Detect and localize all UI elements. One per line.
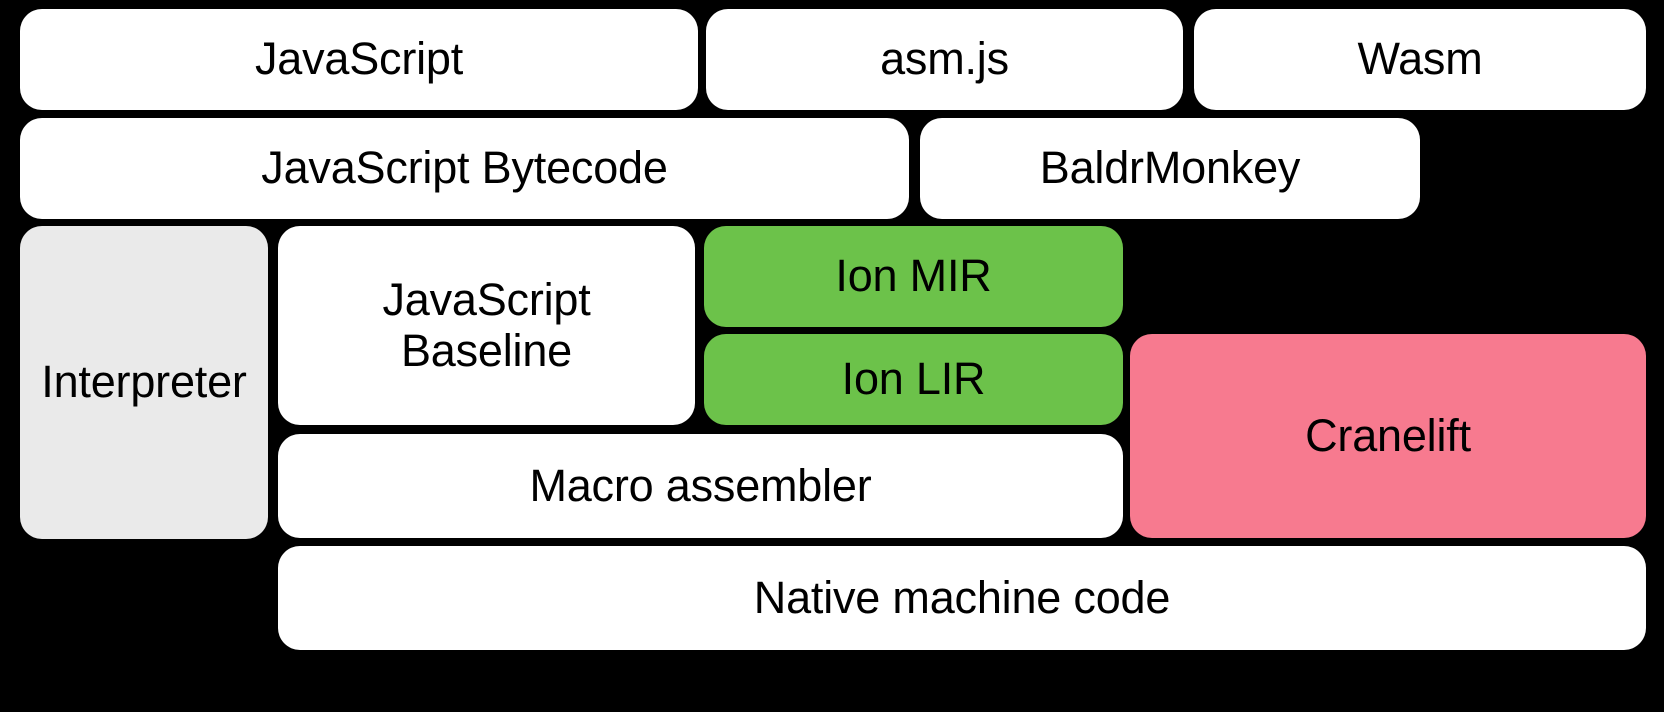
node-javascript[interactable]: JavaScript bbox=[20, 9, 698, 110]
node-baldrmonkey-label: BaldrMonkey bbox=[1039, 142, 1301, 194]
node-asm-js[interactable]: asm.js bbox=[706, 9, 1183, 110]
node-macro-assembler-label: Macro assembler bbox=[529, 459, 872, 511]
node-cranelift[interactable]: Cranelift bbox=[1130, 334, 1646, 538]
node-cranelift-label: Cranelift bbox=[1305, 409, 1471, 461]
node-native-machine-code[interactable]: Native machine code bbox=[278, 546, 1646, 650]
node-ion-lir-label: Ion LIR bbox=[841, 353, 986, 405]
node-ion-lir[interactable]: Ion LIR bbox=[704, 334, 1123, 425]
node-javascript-bytecode-label: JavaScript Bytecode bbox=[261, 142, 668, 194]
node-macro-assembler[interactable]: Macro assembler bbox=[278, 434, 1123, 538]
node-ion-mir-label: Ion MIR bbox=[835, 250, 992, 302]
node-wasm[interactable]: Wasm bbox=[1194, 9, 1646, 110]
node-wasm-label: Wasm bbox=[1357, 33, 1483, 85]
node-javascript-baseline[interactable]: JavaScript Baseline bbox=[278, 226, 695, 425]
node-asm-js-label: asm.js bbox=[880, 33, 1009, 85]
node-ion-mir[interactable]: Ion MIR bbox=[704, 226, 1123, 327]
node-javascript-label: JavaScript bbox=[254, 33, 464, 85]
node-baldrmonkey[interactable]: BaldrMonkey bbox=[920, 118, 1420, 219]
node-javascript-bytecode[interactable]: JavaScript Bytecode bbox=[20, 118, 909, 219]
node-native-machine-code-label: Native machine code bbox=[753, 571, 1171, 623]
node-interpreter[interactable]: Interpreter bbox=[20, 226, 268, 539]
node-javascript-baseline-label: JavaScript Baseline bbox=[382, 274, 591, 376]
node-interpreter-label: Interpreter bbox=[41, 356, 247, 408]
